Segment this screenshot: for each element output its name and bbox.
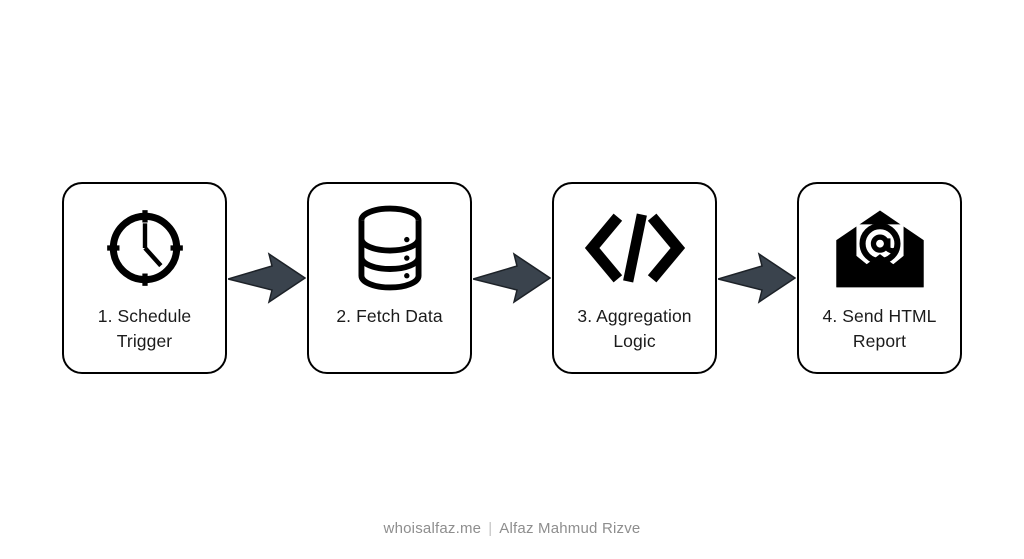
code-icon <box>554 198 715 298</box>
node-schedule-trigger[interactable]: 1. Schedule Trigger <box>62 182 227 374</box>
arrow-right-icon <box>718 252 796 304</box>
node-label-send-html-report: 4. Send HTML Report <box>822 306 937 351</box>
clock-icon <box>64 198 225 298</box>
footer-attribution: whoisalfaz.me | Alfaz Mahmud Rizve <box>0 520 1024 537</box>
node-label-aggregation-logic: 3. Aggregation Logic <box>577 306 692 351</box>
database-icon <box>309 198 470 298</box>
flow-row: 1. Schedule Trigger 2. Fetch Data <box>62 182 962 374</box>
connector-1 <box>227 182 307 374</box>
footer-separator: | <box>488 520 493 537</box>
node-send-html-report[interactable]: 4. Send HTML Report <box>797 182 962 374</box>
node-aggregation-logic[interactable]: 3. Aggregation Logic <box>552 182 717 374</box>
arrow-right-icon <box>473 252 551 304</box>
footer-author: Alfaz Mahmud Rizve <box>499 520 641 537</box>
connector-3 <box>717 182 797 374</box>
node-fetch-data[interactable]: 2. Fetch Data <box>307 182 472 374</box>
node-label-fetch-data: 2. Fetch Data <box>336 306 443 326</box>
node-label-schedule-trigger: 1. Schedule Trigger <box>97 306 192 351</box>
connector-2 <box>472 182 552 374</box>
arrow-right-icon <box>228 252 306 304</box>
email-at-icon <box>799 198 960 298</box>
footer-site: whoisalfaz.me <box>383 520 482 537</box>
